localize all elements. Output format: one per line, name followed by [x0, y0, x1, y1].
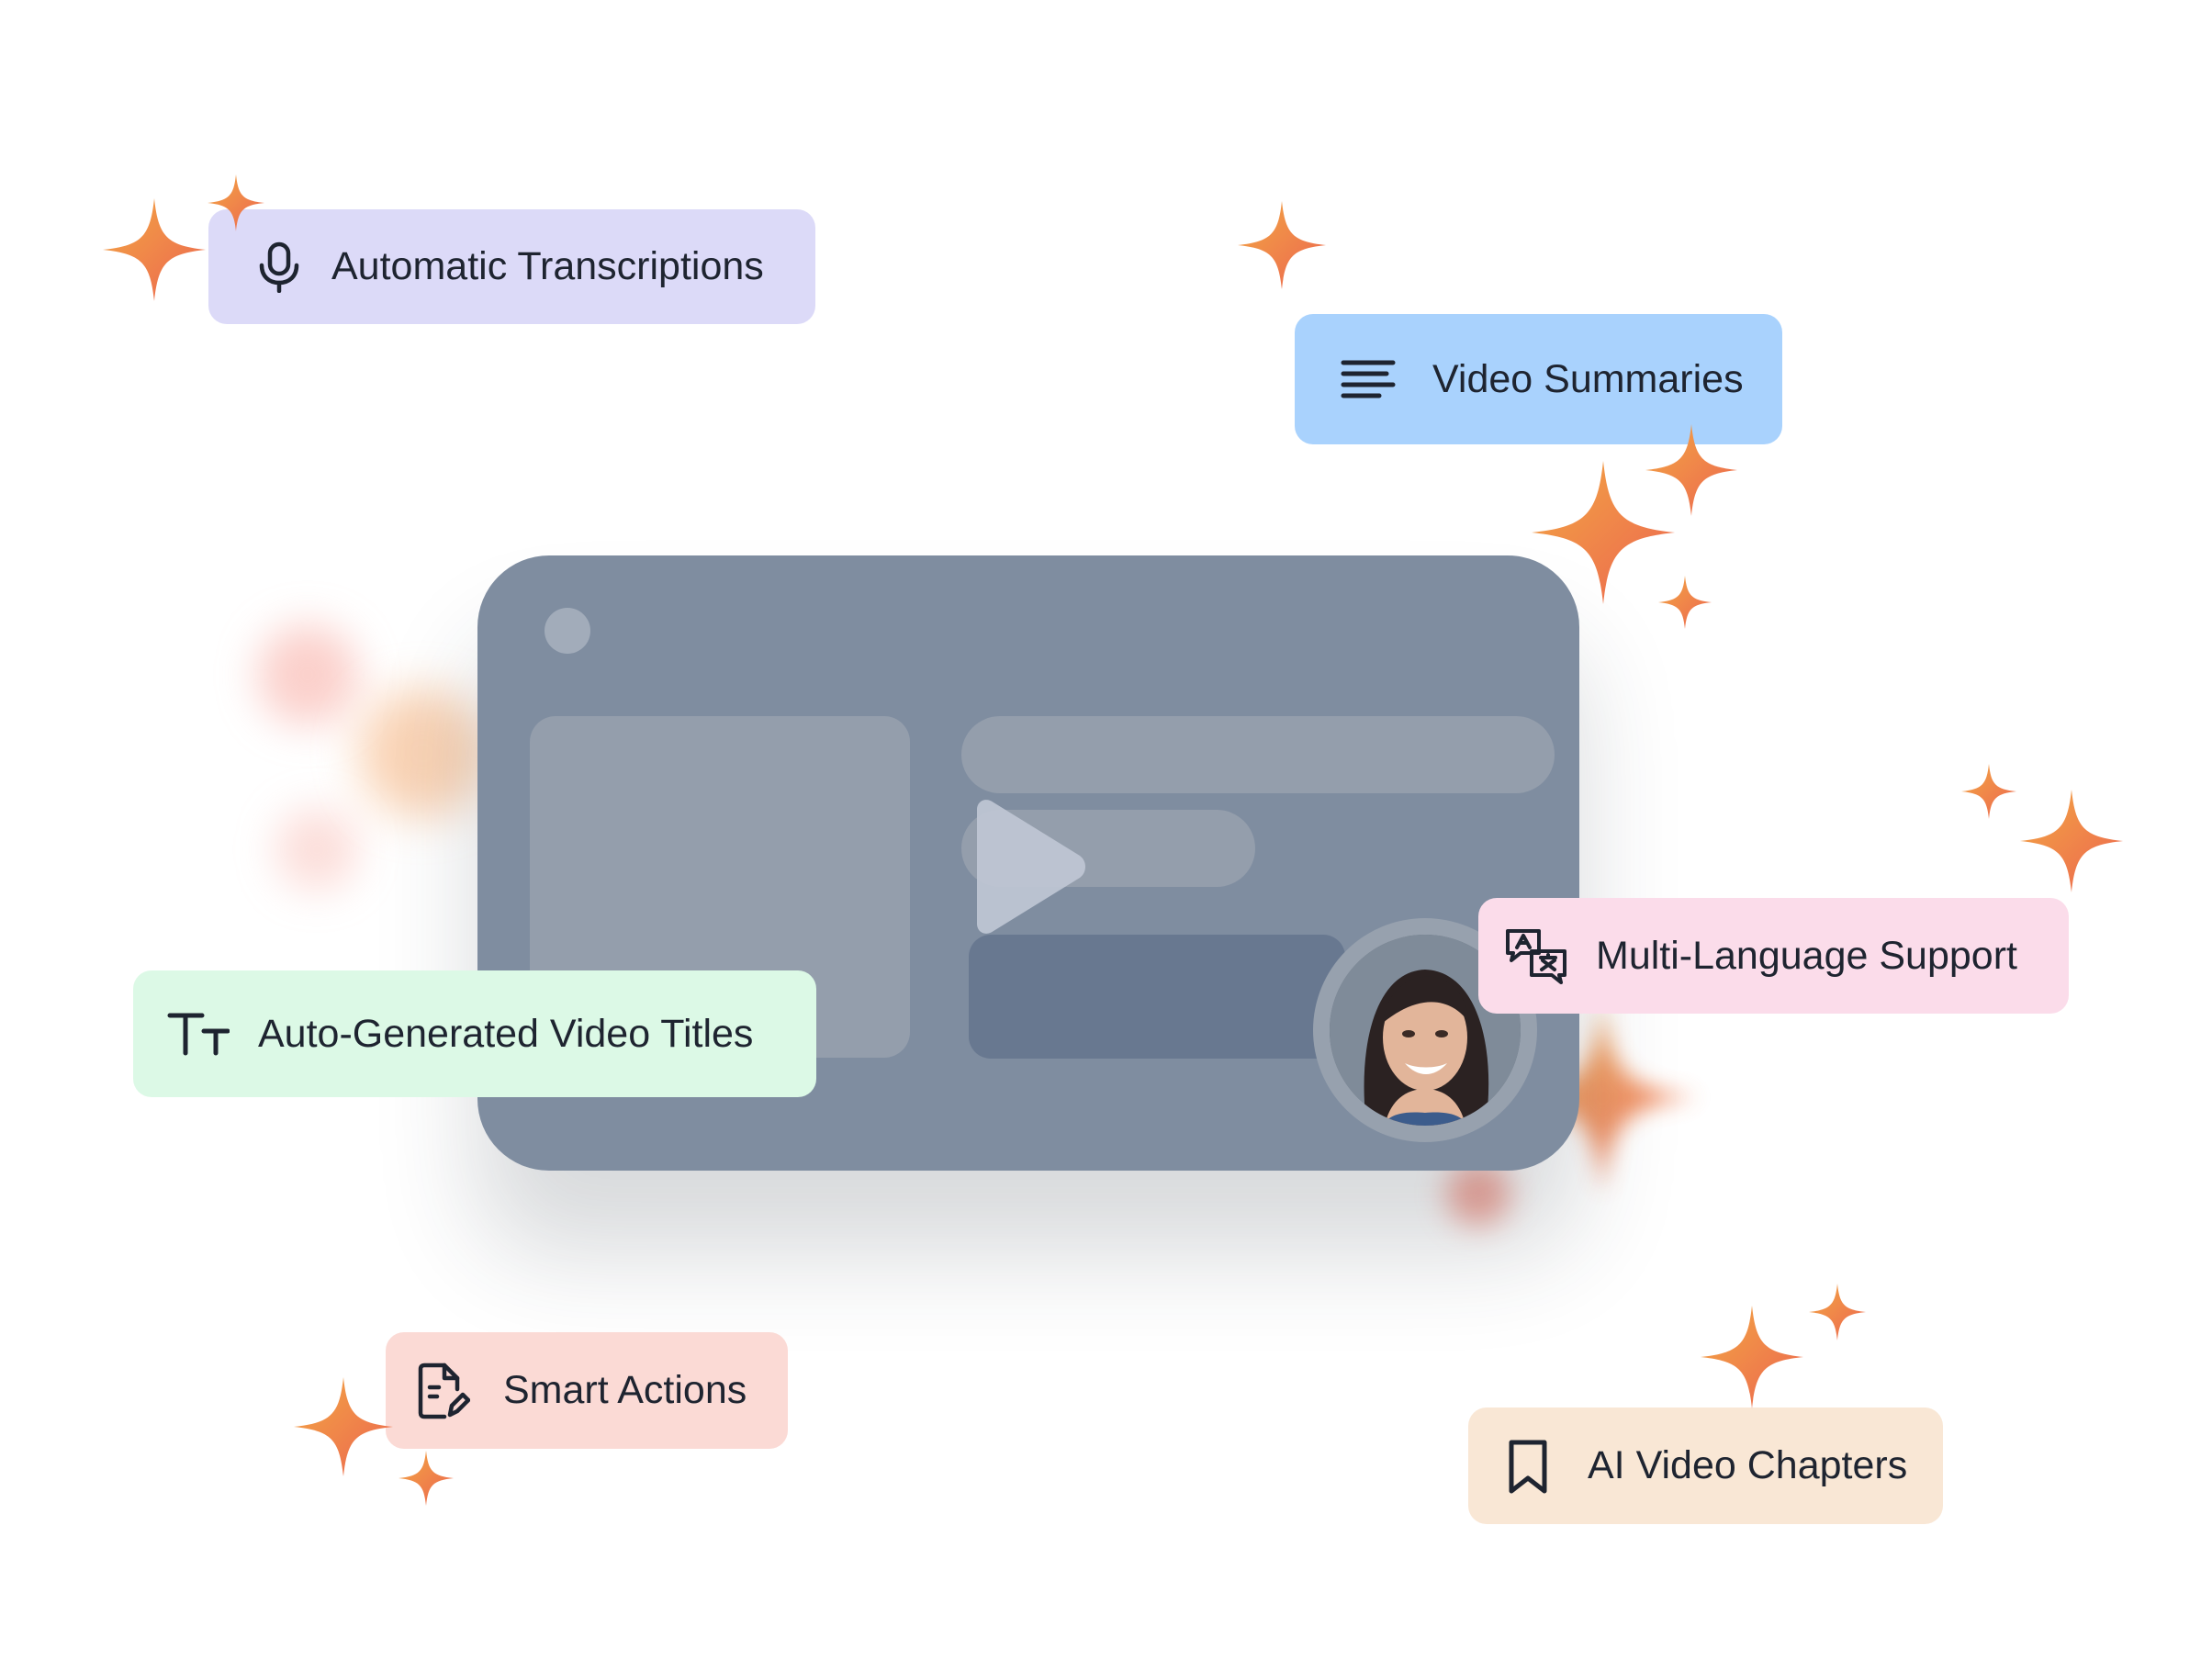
sparkle-icon: [103, 198, 206, 301]
microphone-icon: [247, 241, 311, 293]
align-left-icon: [1333, 359, 1403, 399]
sparkle-icon: [399, 1451, 454, 1506]
feature-multi-language-support: Multi-Language Support: [1478, 898, 2069, 1014]
text-size-icon: [166, 1011, 230, 1057]
document-edit-icon: [415, 1362, 472, 1420]
feature-auto-generated-video-titles: Auto-Generated Video Titles: [133, 970, 816, 1097]
feature-automatic-transcriptions: Automatic Transcriptions: [208, 209, 815, 324]
button-placeholder: [969, 935, 1345, 1059]
feature-label: AI Video Chapters: [1588, 1443, 1908, 1487]
window-dot: [545, 608, 590, 654]
sparkle-icon: [1658, 576, 1712, 629]
background-glow: [257, 624, 358, 725]
play-icon[interactable]: [962, 799, 1091, 936]
background-glow: [275, 808, 358, 891]
feature-label: Multi-Language Support: [1596, 933, 2017, 978]
sparkle-icon: [2020, 790, 2123, 892]
bookmark-icon: [1505, 1438, 1551, 1495]
sparkle-icon: [1809, 1284, 1866, 1340]
feature-smart-actions: Smart Actions: [386, 1332, 788, 1449]
sparkle-icon: [1701, 1306, 1803, 1408]
feature-ai-video-chapters: AI Video Chapters: [1468, 1407, 1943, 1524]
feature-label: Automatic Transcriptions: [331, 244, 764, 288]
feature-label: Auto-Generated Video Titles: [258, 1011, 754, 1056]
sparkle-icon: [1238, 201, 1326, 289]
feature-label: Video Summaries: [1432, 356, 1744, 401]
background-glow: [1446, 1161, 1510, 1226]
translate-icon: [1504, 927, 1568, 984]
sparkle-icon: [294, 1377, 393, 1476]
sparkle-icon: [208, 174, 264, 231]
text-line-placeholder: [961, 716, 1555, 793]
background-glow: [358, 689, 487, 817]
feature-video-summaries: Video Summaries: [1295, 314, 1782, 444]
sparkle-icon: [1645, 424, 1737, 516]
sparkle-icon: [1961, 764, 2016, 819]
feature-label: Smart Actions: [503, 1368, 747, 1412]
